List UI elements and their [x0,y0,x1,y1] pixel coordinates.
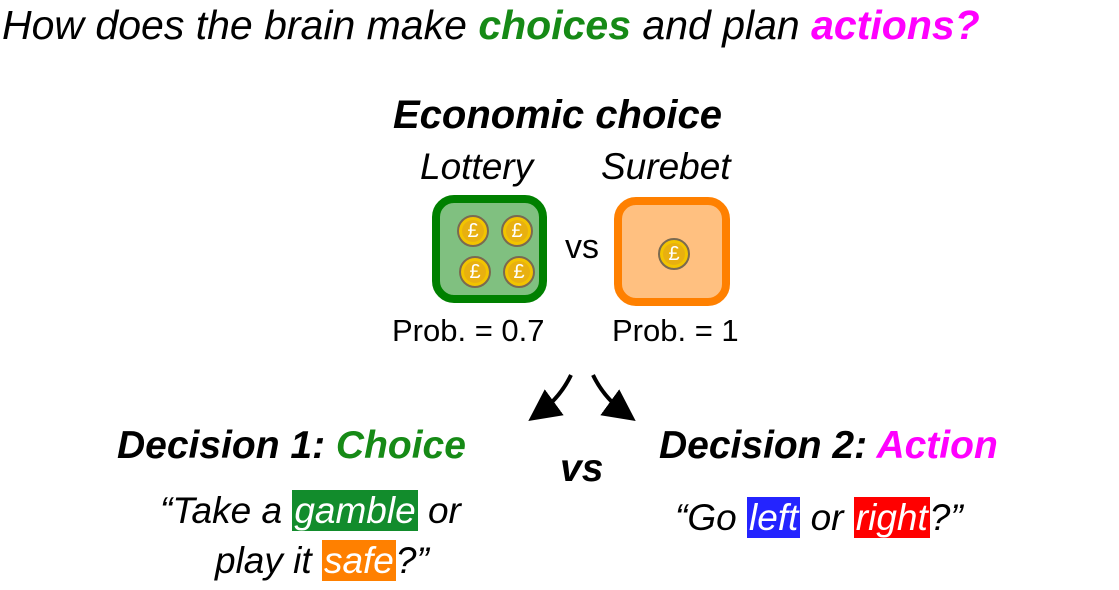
coin-icon: £ [501,215,533,247]
title: How does the brain make choices and plan… [2,2,980,49]
decision-2-label: Decision 2: [659,424,877,467]
q-text: “Take a [160,490,293,531]
coin-icon: £ [658,238,690,270]
economic-choice-heading: Economic choice [393,93,722,137]
decision-2-word: Action [876,424,998,467]
decision-2-question: “Go left or right?” [675,497,963,539]
arrow-left-icon [528,374,573,422]
decision-1-label: Decision 1: [117,424,336,467]
title-choices: choices [478,2,632,48]
surebet-probability: Prob. = 1 [612,313,739,348]
title-text: How does the brain make [2,2,479,48]
q-text: or [800,497,854,538]
q-text: ?” [929,497,963,538]
decision-1-question-line-2: play it safe?” [215,540,429,582]
decision-1-question-line-1: “Take a gamble or [160,490,461,532]
decision-1-heading: Decision 1: Choice [117,424,466,468]
q-text: “Go [675,497,747,538]
coin-icon: £ [457,215,489,247]
q-text: ?” [395,540,429,581]
surebet-option: £ [614,197,730,306]
q-text: play it [215,540,322,581]
decision-2-heading: Decision 2: Action [659,424,998,468]
lottery-probability: Prob. = 0.7 [392,313,545,348]
surebet-label: Surebet [601,146,731,187]
right-highlight: right [853,497,930,538]
coin-icon: £ [503,256,535,288]
title-text-middle: and plan [631,2,812,48]
q-text: or [417,490,461,531]
arrow-right-icon [591,374,636,422]
title-actions: actions? [811,2,980,48]
lottery-option: £ £ £ £ [432,195,547,303]
safe-highlight: safe [321,540,396,581]
decision-1-word: Choice [335,424,466,467]
coin-icon: £ [459,256,491,288]
decisions-vs: vs [560,447,604,490]
options-vs: vs [565,228,599,266]
gamble-highlight: gamble [292,490,418,531]
left-highlight: left [746,497,801,538]
lottery-label: Lottery [420,146,534,187]
